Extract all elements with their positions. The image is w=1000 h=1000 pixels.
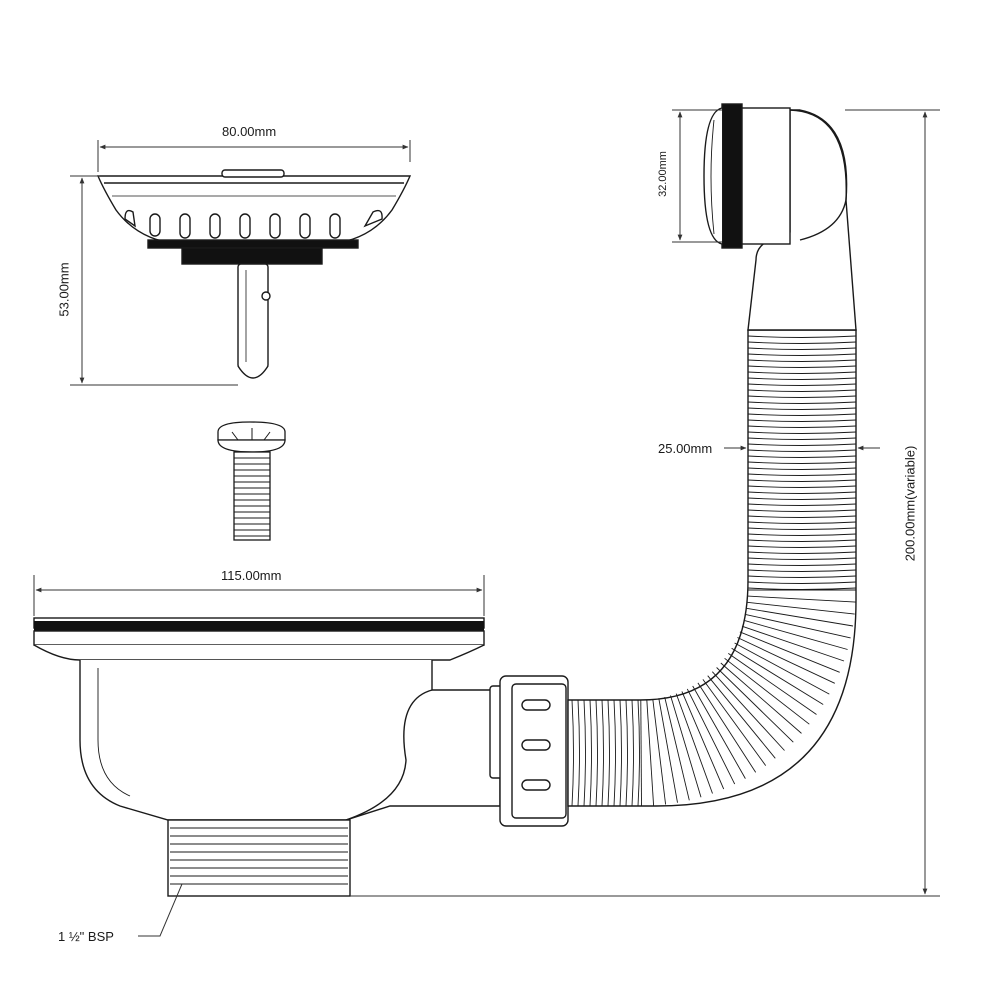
- hose-corrugations: [571, 335, 857, 807]
- dim-line-200: [350, 109, 940, 897]
- dimension-basket-width: 80.00mm: [222, 124, 277, 139]
- bsp-leader: [138, 883, 183, 937]
- flexible-hose: [567, 329, 857, 807]
- dimension-overall-height: 200.00mm(variable): [902, 445, 918, 562]
- outlet-threads: [170, 827, 348, 885]
- dim-line-115: [33, 575, 485, 616]
- dimension-overflow-diameter: 32.00mm: [656, 151, 669, 197]
- basket-slots: [124, 209, 383, 239]
- dim-line-53: [70, 175, 238, 386]
- fixing-bolt: [217, 421, 286, 541]
- dimension-flange-width: 115.00mm: [221, 568, 282, 583]
- waste-body: [33, 617, 501, 897]
- bolt-threads: [234, 457, 270, 537]
- coupling-nut: [489, 675, 569, 827]
- dim-line-32: [672, 109, 722, 243]
- strainer-basket: [96, 169, 412, 379]
- dimension-strainer-height: 53.00mm: [56, 262, 72, 317]
- dim-line-80: [97, 140, 411, 172]
- overflow-head: [703, 103, 857, 331]
- dimension-hose-diameter: 25.00mm: [658, 441, 713, 456]
- outlet-thread-label: 1 ½" BSP: [58, 929, 114, 944]
